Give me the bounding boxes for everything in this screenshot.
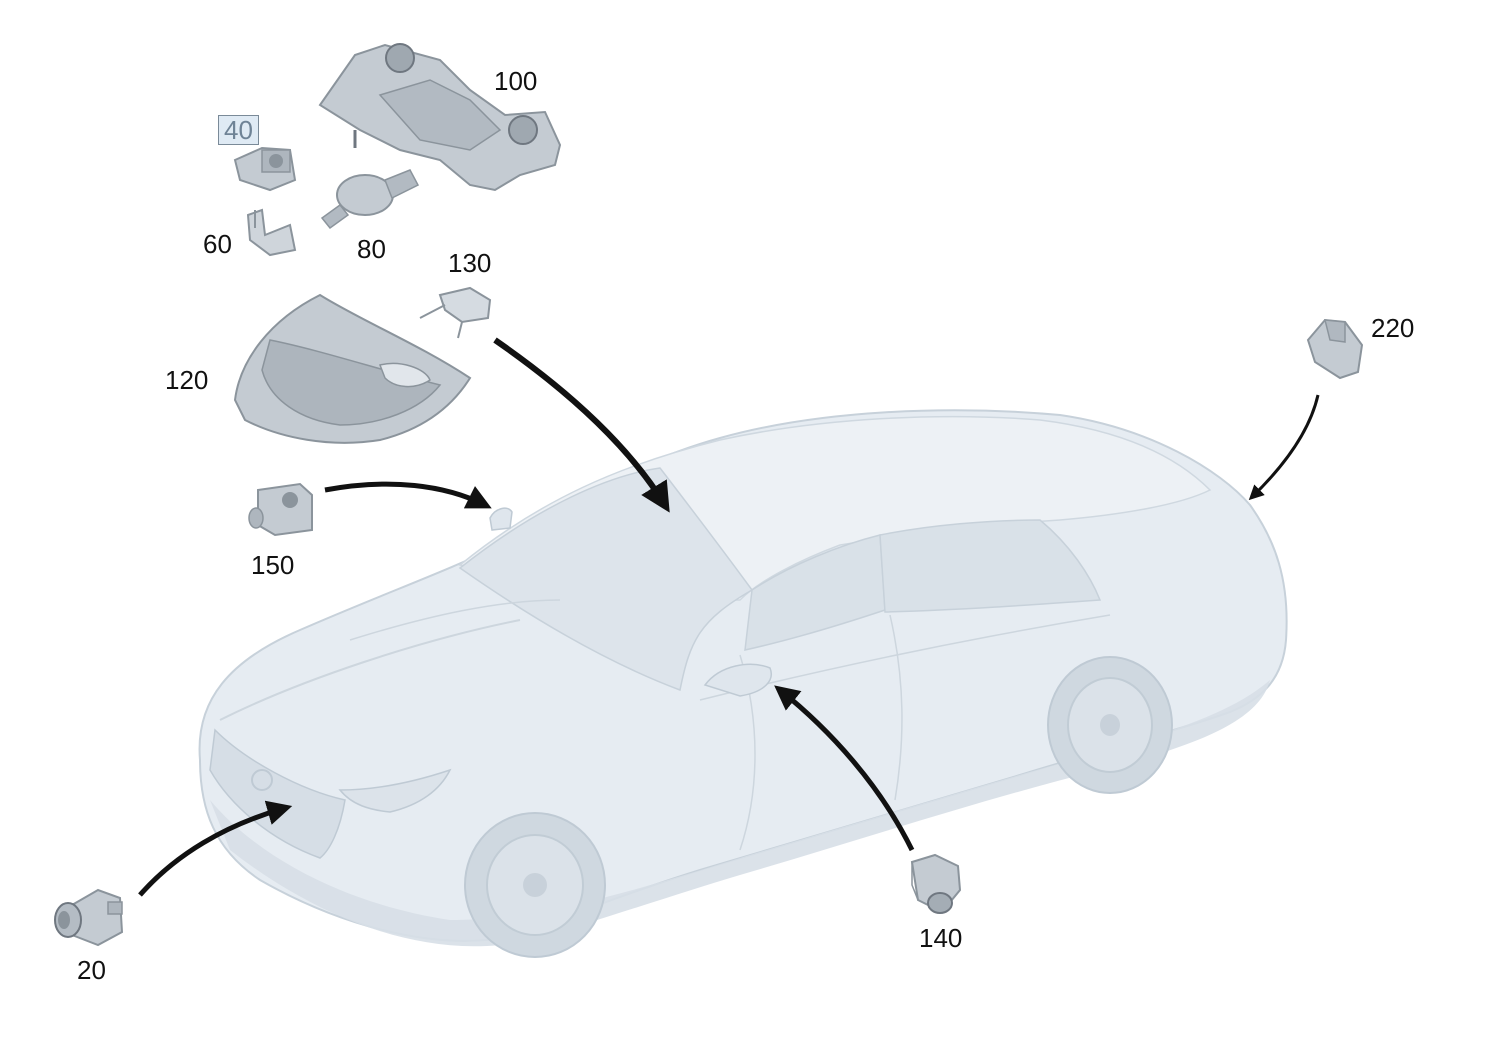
callout-150[interactable]: 150 [251, 550, 295, 580]
callout-130[interactable]: 130 [448, 248, 492, 278]
side-sensor-icon [248, 482, 313, 537]
rain-light-sensor-icon [320, 169, 420, 230]
callout-60[interactable]: 60 [203, 229, 232, 259]
callout-140[interactable]: 140 [919, 923, 963, 953]
arrow-140 [774, 685, 915, 852]
front-camera-icon [54, 888, 124, 947]
callout-120[interactable]: 120 [165, 365, 209, 395]
callout-20[interactable]: 20 [77, 955, 106, 985]
mounting-bracket-icon [246, 208, 297, 257]
arrow-20 [138, 800, 293, 897]
mirror-camera-icon [910, 853, 962, 914]
camera-module-icon [233, 146, 297, 192]
windshield-cover-icon [233, 293, 472, 444]
callout-40[interactable]: 40 [218, 115, 259, 145]
arrow-130 [493, 337, 670, 513]
callout-80[interactable]: 80 [357, 234, 386, 264]
arrow-220 [1248, 394, 1320, 501]
holder-clip-icon [419, 286, 492, 339]
multifunction-camera-housing-icon [318, 43, 562, 192]
arrow-150 [324, 481, 492, 509]
rear-camera-icon [1306, 318, 1364, 380]
callout-220[interactable]: 220 [1371, 313, 1415, 343]
car-icon [198, 409, 1288, 958]
callout-100[interactable]: 100 [494, 66, 538, 96]
